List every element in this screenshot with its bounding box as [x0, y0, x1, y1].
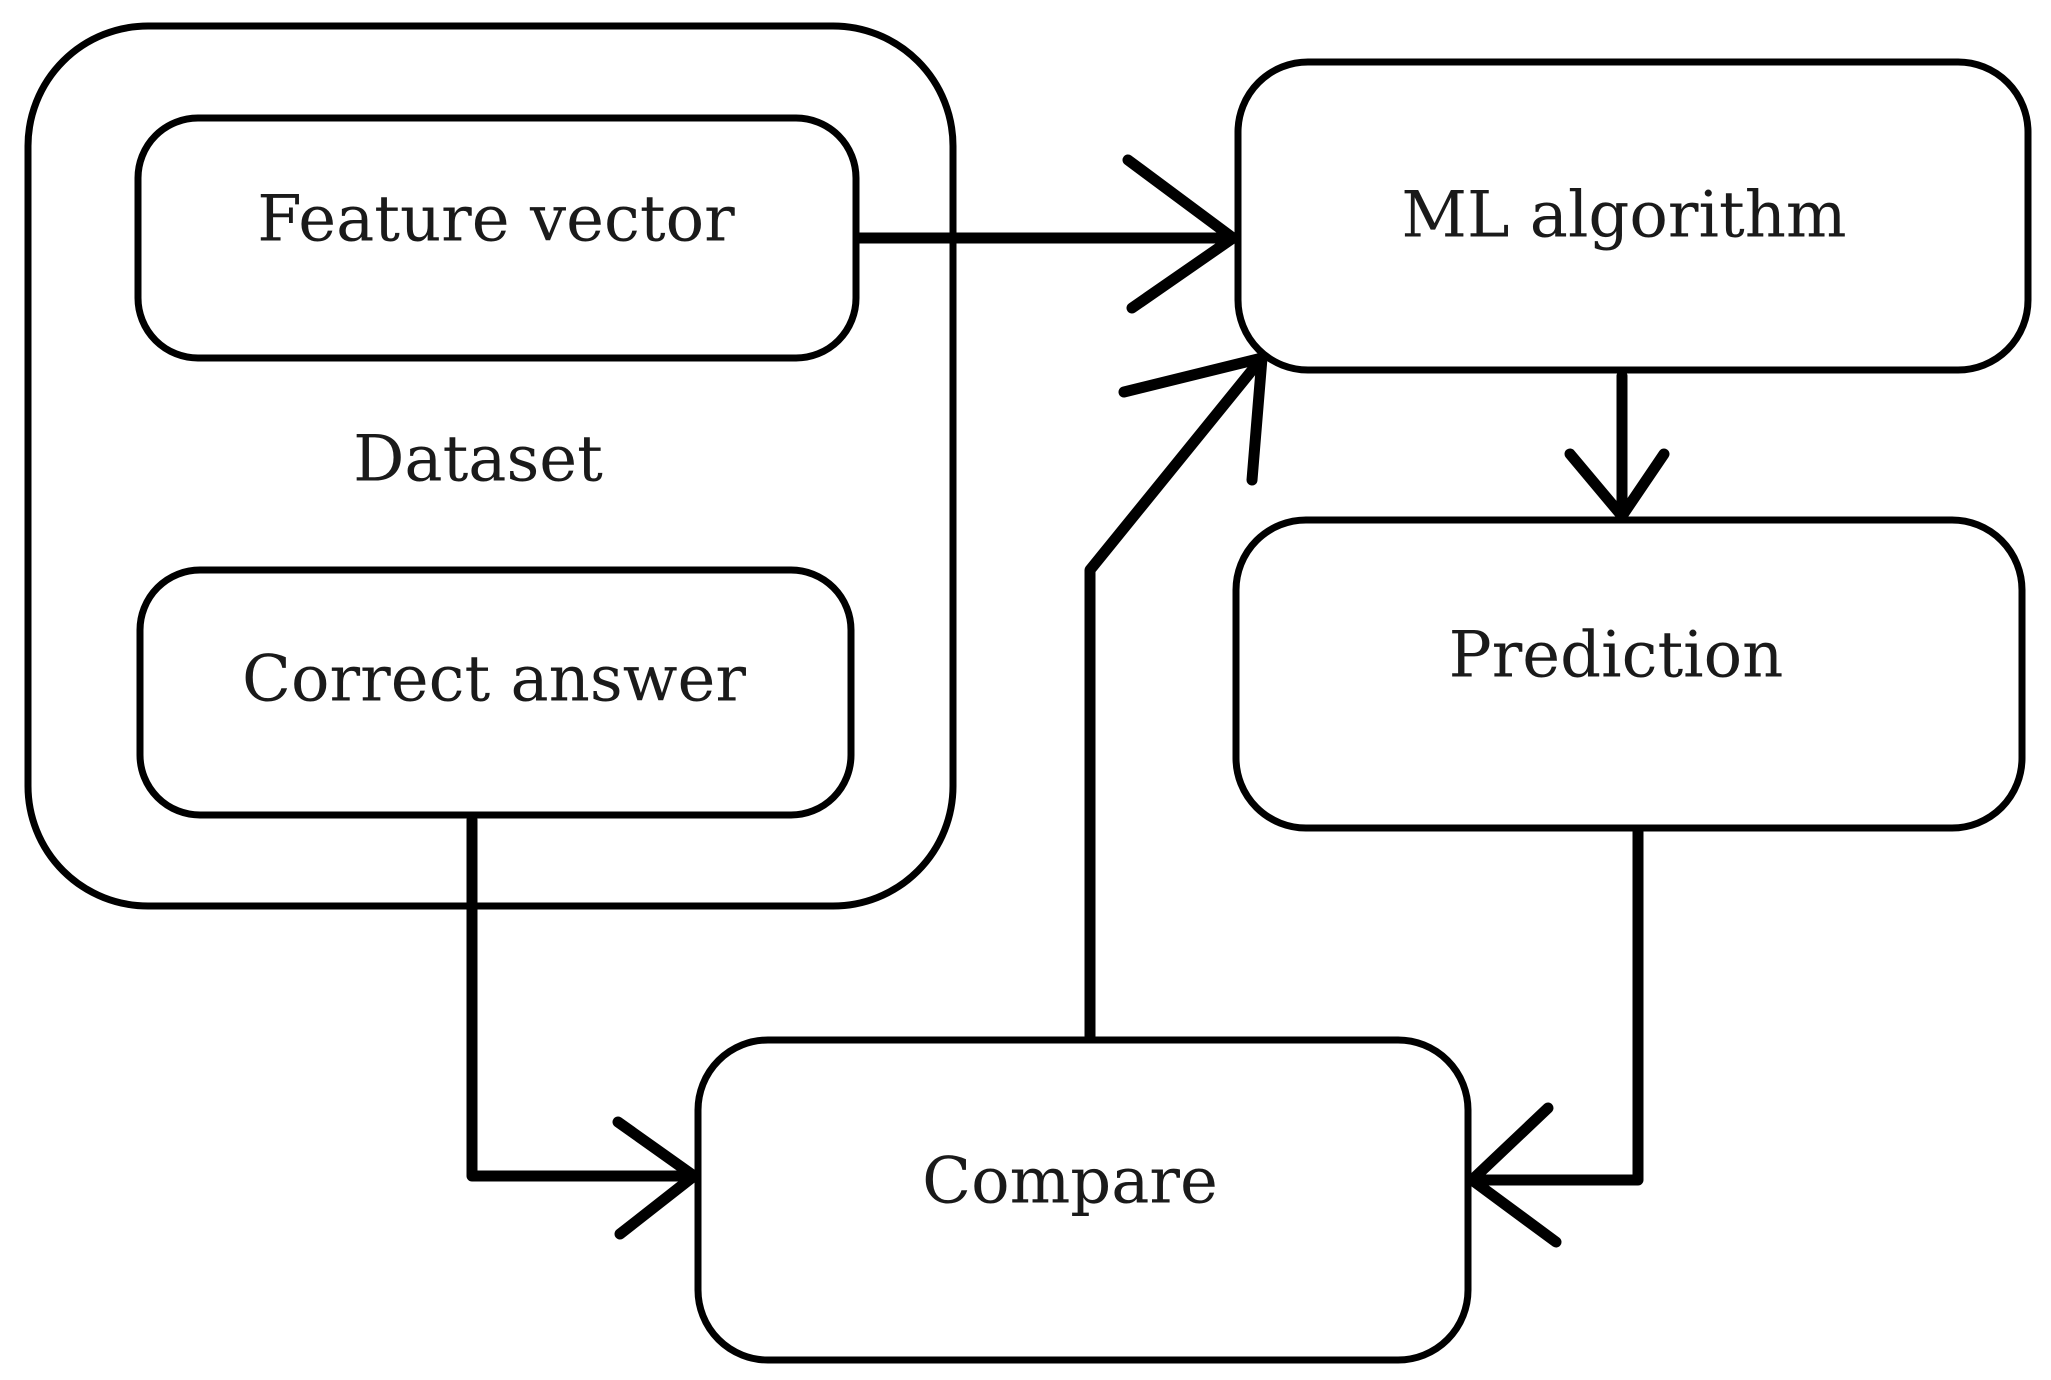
correct-answer-node: Correct answer	[136, 566, 855, 819]
edge-prediction-to-compare	[1466, 826, 1644, 1248]
arrowhead	[1564, 448, 1670, 522]
ml-algorithm-node: ML algorithm	[1234, 58, 2032, 374]
ml-algorithm-label: ML algorithm	[1401, 179, 1846, 253]
feature-vector-node: Feature vector	[134, 114, 860, 362]
compare-box	[694, 1036, 1472, 1364]
arrowhead	[1466, 1102, 1562, 1248]
edge-line	[466, 814, 700, 1182]
correct-answer-box	[136, 566, 855, 819]
compare-node: Compare	[694, 1036, 1472, 1364]
arrowhead	[1118, 352, 1268, 486]
prediction-box	[1232, 516, 2026, 832]
arrowhead	[1122, 154, 1239, 314]
dataset-label: Dataset	[353, 423, 603, 497]
edge-correct-answer-to-compare	[466, 814, 700, 1240]
prediction-label: Prediction	[1449, 619, 1784, 693]
ml-algorithm-box	[1234, 58, 2032, 374]
edge-line	[1084, 352, 1268, 1042]
edge-compare-to-ml-algorithm	[1084, 352, 1268, 1042]
prediction-node: Prediction	[1232, 516, 2026, 832]
edge-feature-vector-to-ml-algorithm	[852, 154, 1239, 314]
compare-label: Compare	[922, 1145, 1218, 1219]
edge-line	[1466, 826, 1644, 1186]
correct-answer-label: Correct answer	[242, 643, 746, 717]
edge-ml-algorithm-to-prediction	[1564, 370, 1670, 522]
arrowhead	[612, 1116, 700, 1240]
feature-vector-label: Feature vector	[257, 183, 735, 257]
